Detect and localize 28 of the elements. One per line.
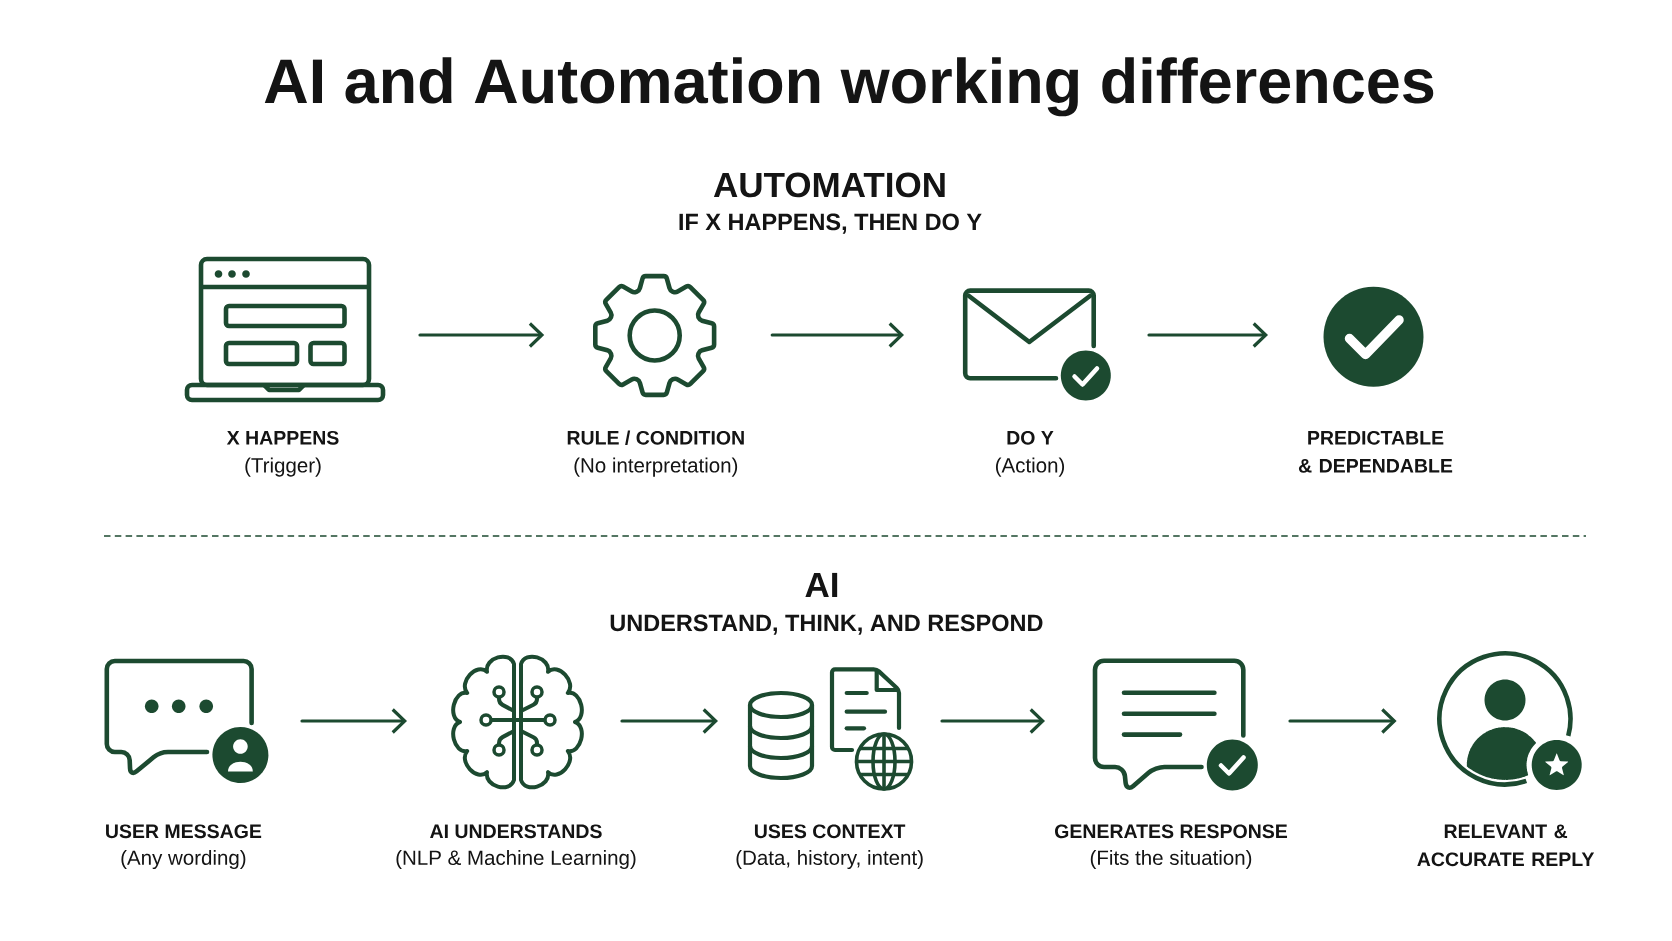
step-title: PREDICTABLE & DEPENDABLE bbox=[1298, 430, 1453, 473]
section-heading: AI bbox=[805, 572, 838, 597]
arrow bbox=[418, 322, 545, 348]
step-title: USES CONTEXT bbox=[754, 824, 906, 839]
step-caption: (Any wording) bbox=[121, 849, 246, 870]
arrow bbox=[620, 708, 718, 734]
arrow bbox=[1288, 708, 1397, 734]
step-title: RULE / CONDITION bbox=[567, 430, 744, 445]
step-caption: (NLP & Machine Learning) bbox=[396, 849, 636, 870]
step-title: X HAPPENS bbox=[226, 430, 339, 445]
section-subtitle: IF X HAPPENS, THEN DO Y bbox=[679, 213, 982, 234]
step-caption: (No interpretation) bbox=[574, 457, 738, 477]
step-title: USER MESSAGE bbox=[106, 824, 262, 839]
arrow bbox=[940, 708, 1045, 734]
step-caption: (Data, history, intent) bbox=[736, 849, 923, 870]
step-caption: (Action) bbox=[995, 457, 1065, 477]
step-caption: (Trigger) bbox=[245, 457, 321, 477]
arrow bbox=[770, 322, 904, 348]
section-subtitle: UNDERSTAND, THINK, AND RESPOND bbox=[610, 614, 1043, 635]
section-heading: AUTOMATION bbox=[713, 172, 945, 198]
arrow bbox=[300, 708, 407, 734]
diagram-title: AI and Automation working differences bbox=[264, 57, 1434, 117]
step-title: DO Y bbox=[1007, 430, 1054, 445]
step-caption: (Fits the situation) bbox=[1090, 849, 1252, 870]
step-title: RELEVANT & ACCURATE REPLY bbox=[1417, 824, 1595, 867]
arrow bbox=[1147, 322, 1268, 348]
step-title: GENERATES RESPONSE bbox=[1055, 824, 1287, 839]
step-title: AI UNDERSTANDS bbox=[430, 824, 602, 839]
